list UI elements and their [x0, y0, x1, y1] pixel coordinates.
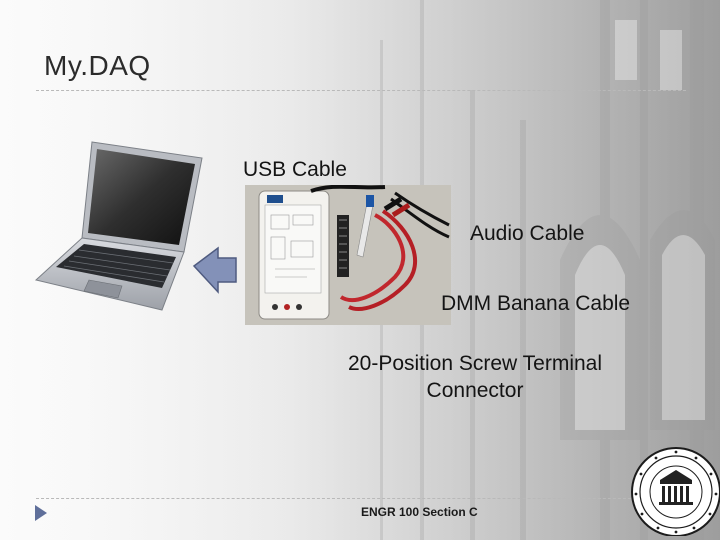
screw-terminal-label-line1: 20-Position Screw Terminal	[347, 352, 603, 375]
screw-terminal-label: 20-Position Screw Terminal Connector	[300, 350, 650, 404]
university-seal-logo	[631, 447, 720, 536]
dmm-banana-cable-label: DMM Banana Cable	[441, 292, 631, 315]
slide-title: My.DAQ	[44, 50, 151, 81]
mydaq-kit-photo	[245, 185, 451, 325]
arrow-pointer-icon	[192, 246, 237, 294]
usb-cable-label: USB Cable	[243, 158, 347, 181]
footer-divider	[36, 498, 656, 499]
title-divider	[36, 90, 686, 91]
laptop-image	[34, 141, 203, 311]
footer-text: ENGR 100 Section C	[361, 505, 478, 519]
screw-terminal-label-line2: Connector	[426, 379, 524, 402]
bullet-arrow-icon	[35, 505, 47, 521]
audio-cable-label: Audio Cable	[470, 222, 585, 245]
